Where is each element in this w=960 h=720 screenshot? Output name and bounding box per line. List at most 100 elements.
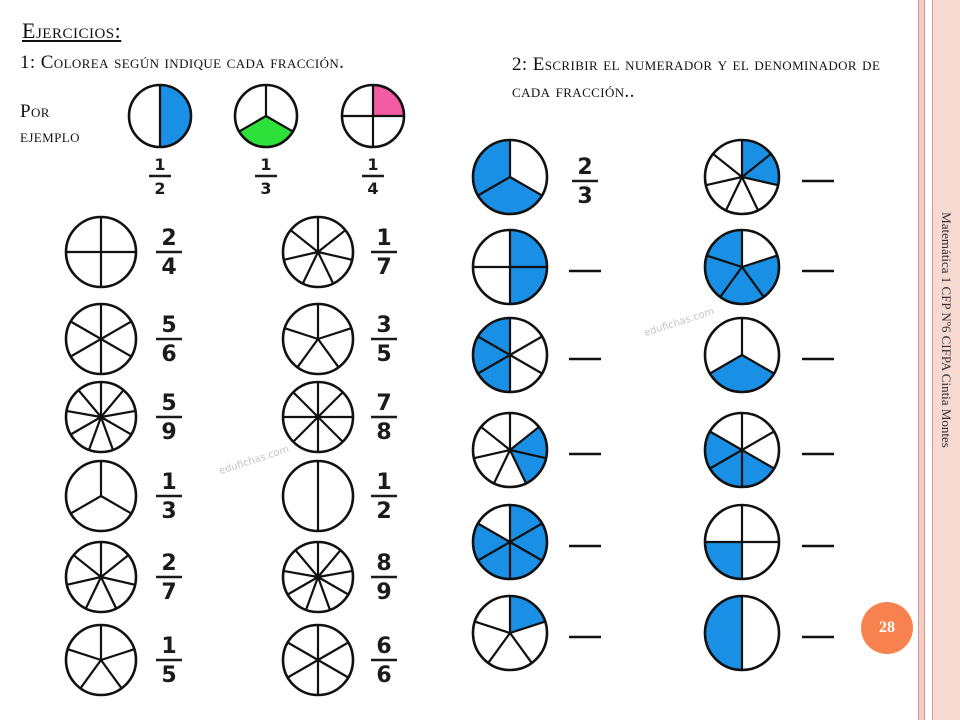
division-line: [100, 648, 135, 662]
division-line: [70, 320, 102, 340]
identify-fraction-circle: [703, 411, 781, 489]
watermark-text: edufichas.com: [643, 306, 716, 339]
color-exercise-fraction: 15: [156, 634, 182, 688]
division-line: [509, 176, 543, 197]
color-exercise-circle: [64, 380, 138, 454]
division-line: [265, 115, 294, 133]
division-line: [509, 335, 543, 356]
filled-sector: [705, 542, 742, 579]
filled-sector: [742, 450, 775, 487]
circle-outline: [471, 138, 549, 216]
division-line: [317, 327, 352, 341]
division-line: [477, 354, 511, 375]
fraction-denominator: 5: [161, 663, 176, 688]
fraction-denominator: 8: [376, 420, 391, 445]
division-line: [741, 354, 775, 375]
circle-outline: [281, 623, 355, 697]
circle-outline: [703, 594, 781, 672]
identify-fraction-circle: [471, 411, 549, 489]
fraction-denominator: 6: [376, 663, 391, 688]
color-exercise-fraction: 35: [371, 313, 397, 367]
margin-line: [918, 0, 919, 720]
division-line: [100, 338, 132, 358]
circle-outline: [703, 411, 781, 489]
division-line: [317, 576, 349, 596]
filled-sector: [705, 255, 742, 297]
division-line: [70, 416, 102, 436]
division-line: [509, 632, 533, 664]
fraction-denominator: 9: [161, 420, 176, 445]
circle-outline: [64, 540, 138, 614]
identify-fraction-circle: [703, 228, 781, 306]
division-line: [492, 449, 511, 484]
division-line: [509, 448, 547, 460]
division-line: [100, 659, 123, 689]
example-fraction-circle: [233, 83, 299, 149]
margin-stripe: [918, 0, 924, 720]
page-number-badge: 28: [861, 602, 913, 654]
division-line: [509, 620, 546, 635]
fraction-numerator: 2: [577, 155, 592, 180]
circle-outline: [233, 83, 299, 149]
division-line: [317, 229, 347, 253]
example-fraction-label: 13: [255, 155, 277, 198]
filled-sector: [510, 426, 547, 459]
color-exercise-fraction: 66: [371, 634, 397, 688]
division-line: [87, 416, 103, 451]
fraction-denominator: 7: [161, 580, 176, 605]
division-line: [741, 153, 772, 178]
identify-fraction-circle: [471, 316, 549, 394]
circle-outline: [340, 83, 406, 149]
fraction-numerator: 1: [161, 470, 176, 495]
filled-sector: [373, 85, 404, 116]
filled-sector: [160, 85, 191, 147]
division-line: [317, 391, 344, 418]
division-line: [509, 541, 543, 562]
color-exercise-circle: [281, 623, 355, 697]
filled-sector: [473, 523, 510, 561]
division-line: [509, 522, 543, 543]
filled-sector: [510, 267, 547, 304]
color-exercise-circle: [281, 215, 355, 289]
circle-outline: [64, 215, 138, 289]
division-line: [317, 659, 349, 679]
division-line: [317, 250, 353, 261]
color-exercise-circle: [64, 623, 138, 697]
division-line: [317, 569, 353, 579]
margin-line: [932, 0, 933, 720]
circle-outline: [64, 459, 138, 533]
division-line: [70, 338, 102, 358]
fraction-numerator: 5: [161, 391, 176, 416]
example-fraction-label: 14: [362, 155, 384, 198]
answer-fraction: 23: [572, 155, 598, 209]
division-line: [741, 254, 778, 269]
division-line: [304, 576, 320, 611]
fraction-numerator: 1: [376, 470, 391, 495]
division-line: [296, 338, 319, 368]
filled-sector: [742, 140, 771, 177]
division-line: [473, 448, 511, 460]
color-exercise-fraction: 17: [371, 226, 397, 280]
filled-sector: [473, 336, 510, 374]
fraction-numerator: 8: [376, 551, 391, 576]
circle-outline: [64, 302, 138, 376]
fraction-numerator: 1: [154, 155, 165, 174]
circle-outline: [703, 316, 781, 394]
division-line: [283, 250, 319, 261]
example-label: Por ejemplo: [20, 100, 80, 149]
identify-fraction-circle: [471, 503, 549, 581]
color-exercise-fraction: 56: [156, 313, 182, 367]
division-line: [509, 426, 540, 451]
division-line: [317, 549, 342, 578]
circle-outline: [281, 302, 355, 376]
fraction-numerator: 1: [367, 155, 378, 174]
division-line: [741, 430, 775, 451]
color-exercise-fraction: 89: [371, 551, 397, 605]
division-line: [100, 495, 132, 515]
identify-fraction-circle: [703, 316, 781, 394]
division-line: [100, 320, 132, 340]
division-line: [477, 541, 511, 562]
color-exercise-circle: [64, 302, 138, 376]
division-line: [292, 416, 319, 443]
